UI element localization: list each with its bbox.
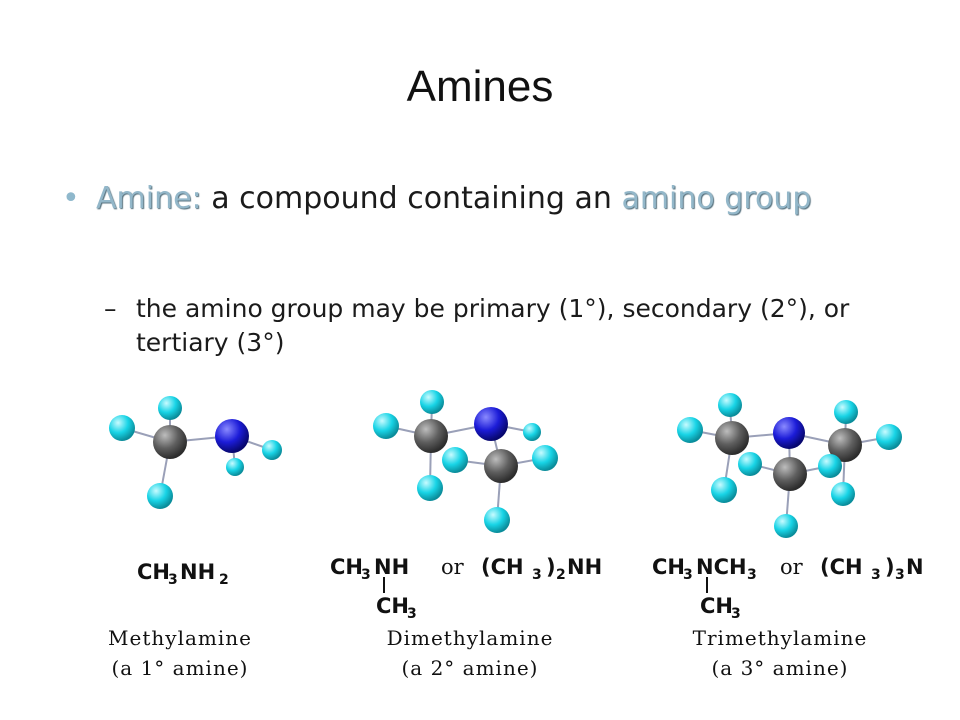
formula-or: or: [780, 555, 804, 579]
hydrogen-atom: [831, 482, 855, 506]
trimethylamine-formula: CH 3 NCH 3 or (CH 3 ) 3 N CH 3: [652, 555, 924, 622]
formula-part: NH: [374, 555, 409, 579]
formula-part: CH: [330, 555, 363, 579]
formula-part: NH: [180, 560, 215, 584]
carbon-atom: [414, 419, 448, 453]
dimethylamine-name: Dimethylamine: [387, 626, 554, 650]
slide-title: Amines: [406, 62, 554, 111]
formula-part: NCH: [696, 555, 747, 579]
sub-bullet-text: the amino group may be primary (1°), sec…: [136, 294, 850, 357]
trimethylamine-class: (a 3° amine): [712, 656, 849, 680]
formula-subscript: 3: [361, 567, 371, 583]
hydrogen-atom: [442, 447, 468, 473]
formula-branch: CH: [376, 594, 409, 618]
formula-part: CH: [652, 555, 685, 579]
formula-subscript: 3: [871, 567, 881, 583]
bullet-text: Amine: a compound containing an amino gr…: [96, 180, 902, 218]
hydrogen-atom: [718, 393, 742, 417]
formula-part: NH: [567, 555, 602, 579]
carbon-atom: [715, 421, 749, 455]
hydrogen-atom: [147, 483, 173, 509]
carbon-atom: [773, 457, 807, 491]
hydrogen-atom: [158, 396, 182, 420]
hydrogen-atom: [711, 477, 737, 503]
hydrogen-atom: [834, 400, 858, 424]
dimethylamine-model: [373, 390, 558, 533]
sub-bullet: – the amino group may be primary (1°), s…: [104, 292, 894, 360]
term-amine: Amine:: [96, 181, 202, 216]
formula-subscript: 3: [731, 606, 741, 622]
hydrogen-atom: [876, 424, 902, 450]
formula-subscript: 3: [407, 606, 417, 622]
formula-subscript: 3: [532, 567, 542, 583]
formula-part: ): [885, 555, 895, 579]
formula-part: CH: [137, 560, 170, 584]
hydrogen-atom: [677, 417, 703, 443]
hydrogen-atom: [774, 514, 798, 538]
methylamine-class: (a 1° amine): [112, 656, 249, 680]
formula-subscript: 3: [168, 572, 178, 588]
carbon-atom: [828, 428, 862, 462]
hydrogen-atom: [226, 458, 244, 476]
nitrogen-atom: [474, 407, 508, 441]
methylamine-model: [109, 396, 282, 509]
dimethylamine-class: (a 2° amine): [402, 656, 539, 680]
formula-subscript: 2: [219, 572, 229, 588]
dimethylamine-formula: CH 3 NH or (CH 3 ) 2 NH CH 3: [330, 555, 602, 622]
formula-subscript: 3: [683, 567, 693, 583]
bullet-amine: • Amine: a compound containing an amino …: [62, 180, 902, 218]
term-amino-group: amino group: [621, 181, 812, 216]
nitrogen-atom: [215, 419, 249, 453]
hydrogen-atom: [109, 415, 135, 441]
hydrogen-atom: [417, 475, 443, 501]
formula-part: N: [906, 555, 924, 579]
sub-bullet-dash: –: [104, 294, 117, 323]
formula-subscript: 3: [747, 567, 757, 583]
formula-or: or: [441, 555, 465, 579]
carbon-atom: [153, 425, 187, 459]
methylamine-name: Methylamine: [108, 626, 252, 650]
formula-subscript: 2: [556, 567, 566, 583]
formula-part: ): [546, 555, 556, 579]
hydrogen-atom: [818, 454, 842, 478]
trimethylamine-model: [677, 393, 902, 538]
hydrogen-atom: [373, 413, 399, 439]
hydrogen-atom: [523, 423, 541, 441]
bullet-dot: •: [62, 181, 80, 216]
nitrogen-atom: [773, 417, 805, 449]
hydrogen-atom: [420, 390, 444, 414]
hydrogen-atom: [262, 440, 282, 460]
formula-branch: CH: [700, 594, 733, 618]
formula-subscript: 3: [895, 567, 905, 583]
bullet-body: a compound containing an: [201, 181, 622, 216]
carbon-atom: [484, 449, 518, 483]
trimethylamine-name: Trimethylamine: [693, 626, 868, 650]
hydrogen-atom: [532, 445, 558, 471]
hydrogen-atom: [484, 507, 510, 533]
formula-part: (CH: [481, 555, 524, 579]
formula-part: (CH: [820, 555, 863, 579]
hydrogen-atom: [738, 452, 762, 476]
methylamine-formula: CH 3 NH 2: [137, 560, 229, 588]
